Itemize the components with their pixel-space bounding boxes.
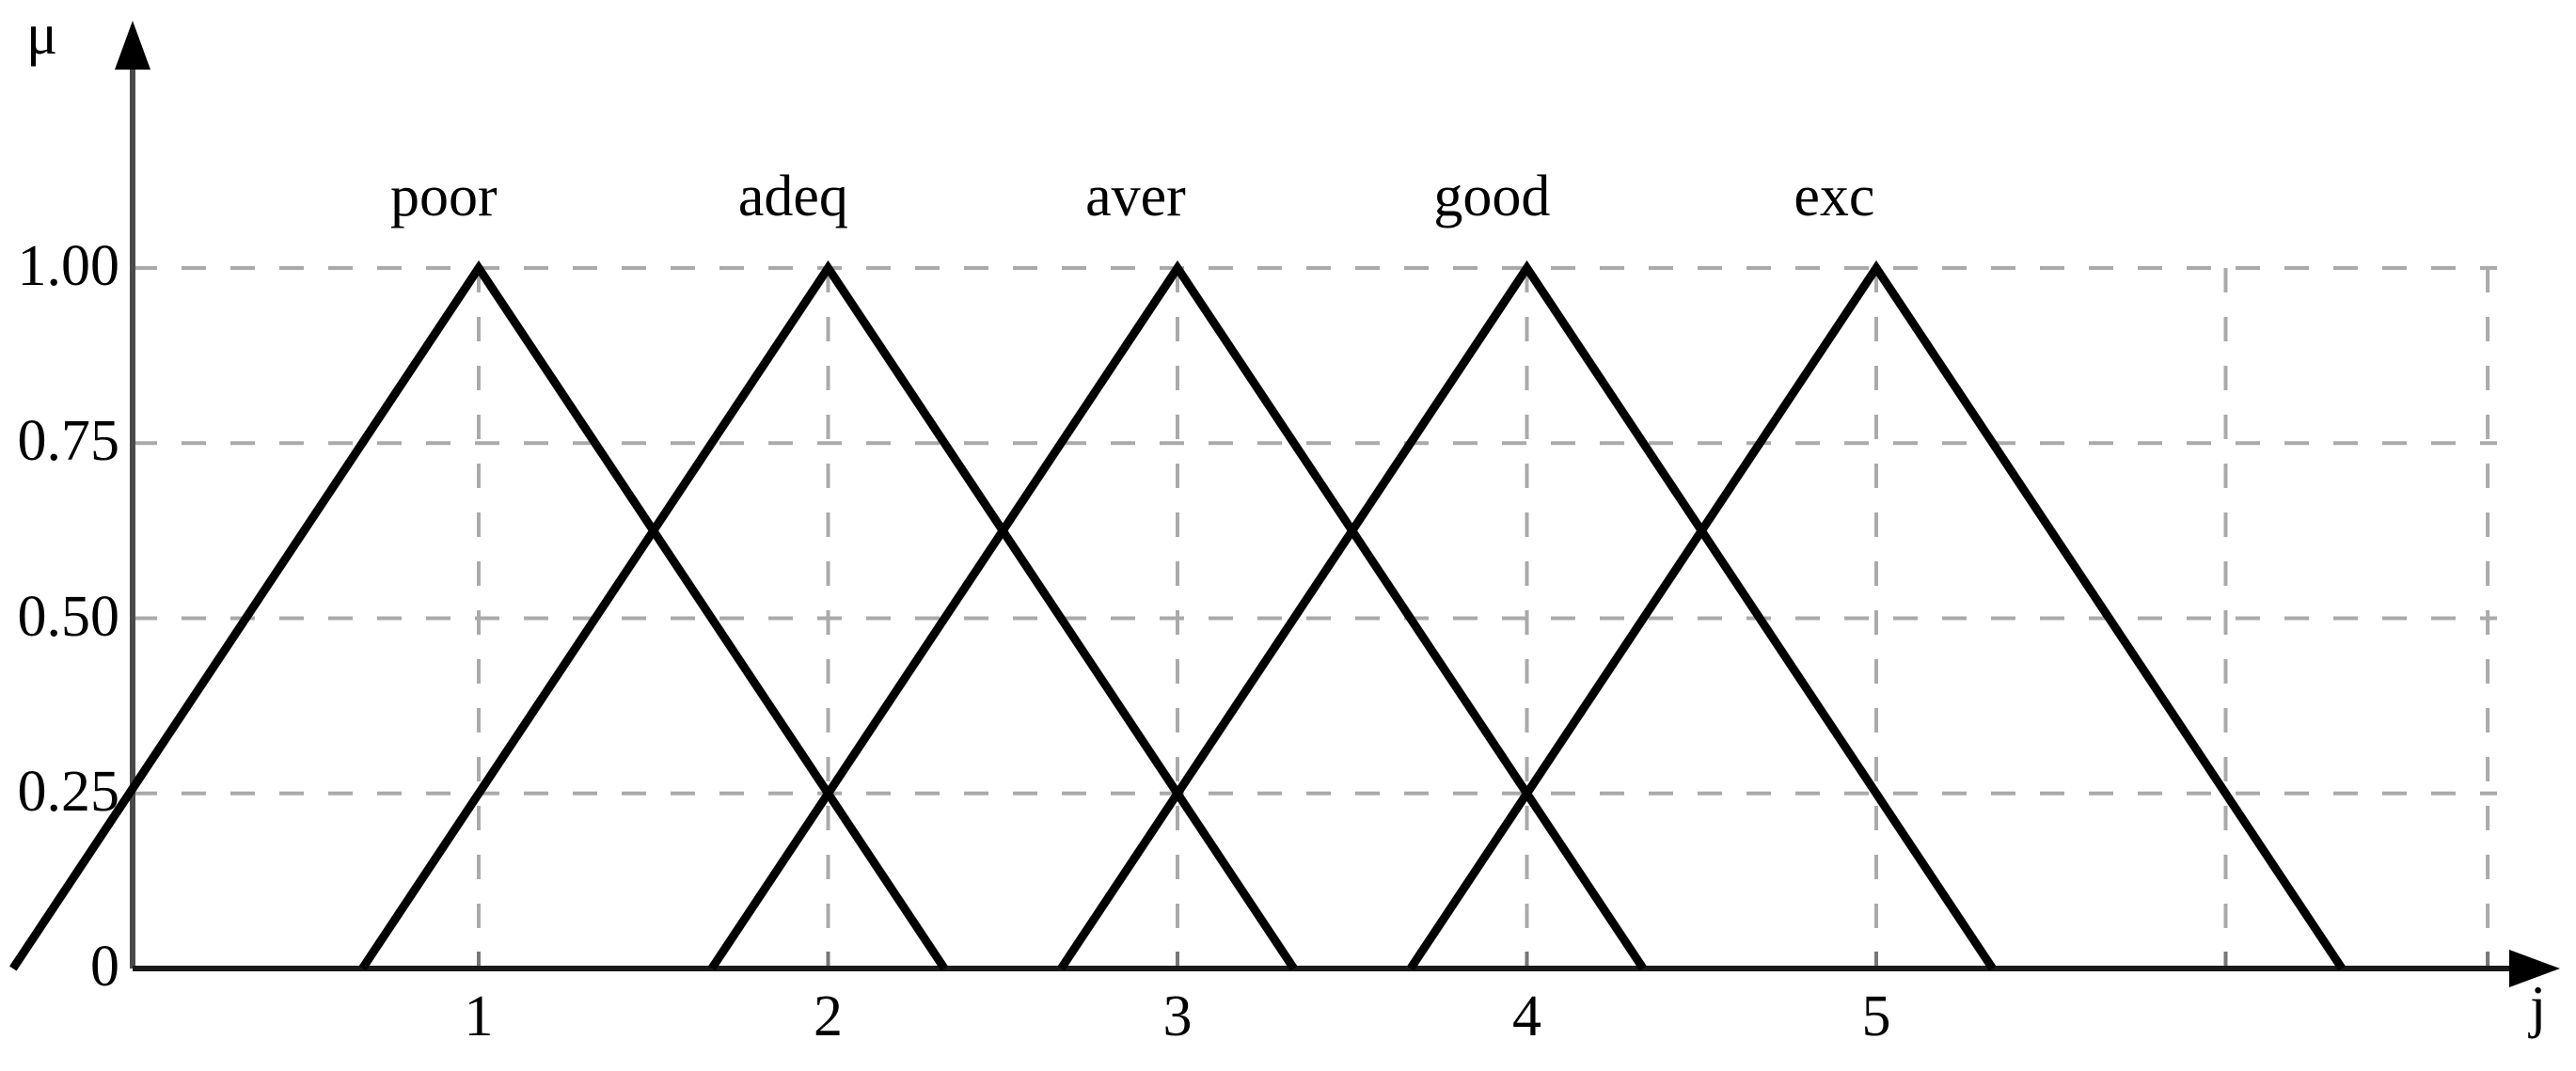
y-tick-label: 1.00	[17, 234, 120, 298]
y-tick-label: 0.75	[17, 409, 120, 474]
fuzzy-set-label: poor	[390, 164, 498, 228]
y-axis-arrowhead	[115, 21, 150, 70]
membership-curves	[9, 260, 2346, 971]
membership-curve-adeq	[358, 260, 1298, 971]
fuzzy-set-label: aver	[1085, 164, 1186, 228]
fuzzy-set-label: exc	[1794, 164, 1875, 228]
x-tick-label: 5	[1861, 984, 1891, 1048]
y-axis-title: μ	[26, 3, 58, 67]
membership-curve-aver	[708, 260, 1647, 971]
vertical-gridlines	[477, 268, 2490, 969]
fuzzy-set-label: good	[1433, 164, 1551, 228]
y-tick-label: 0.25	[17, 759, 120, 824]
membership-curve-good	[1057, 260, 1997, 971]
horizontal-gridlines	[133, 266, 2497, 795]
x-tick-label: 3	[1162, 984, 1193, 1048]
axis-lines	[115, 21, 2560, 987]
x-axis-arrowhead	[2509, 950, 2560, 987]
membership-curve-exc	[1407, 260, 2346, 971]
membership-curve-poor	[9, 260, 948, 971]
fuzzy-set-label: adeq	[737, 164, 848, 228]
x-tick-label: 4	[1512, 984, 1541, 1048]
y-tick-label: 0.50	[17, 584, 120, 649]
x-tick-label: 2	[814, 984, 843, 1048]
x-axis-title: j	[2530, 975, 2547, 1039]
x-tick-label: 1	[464, 984, 494, 1048]
y-tick-label: 0	[90, 935, 119, 999]
